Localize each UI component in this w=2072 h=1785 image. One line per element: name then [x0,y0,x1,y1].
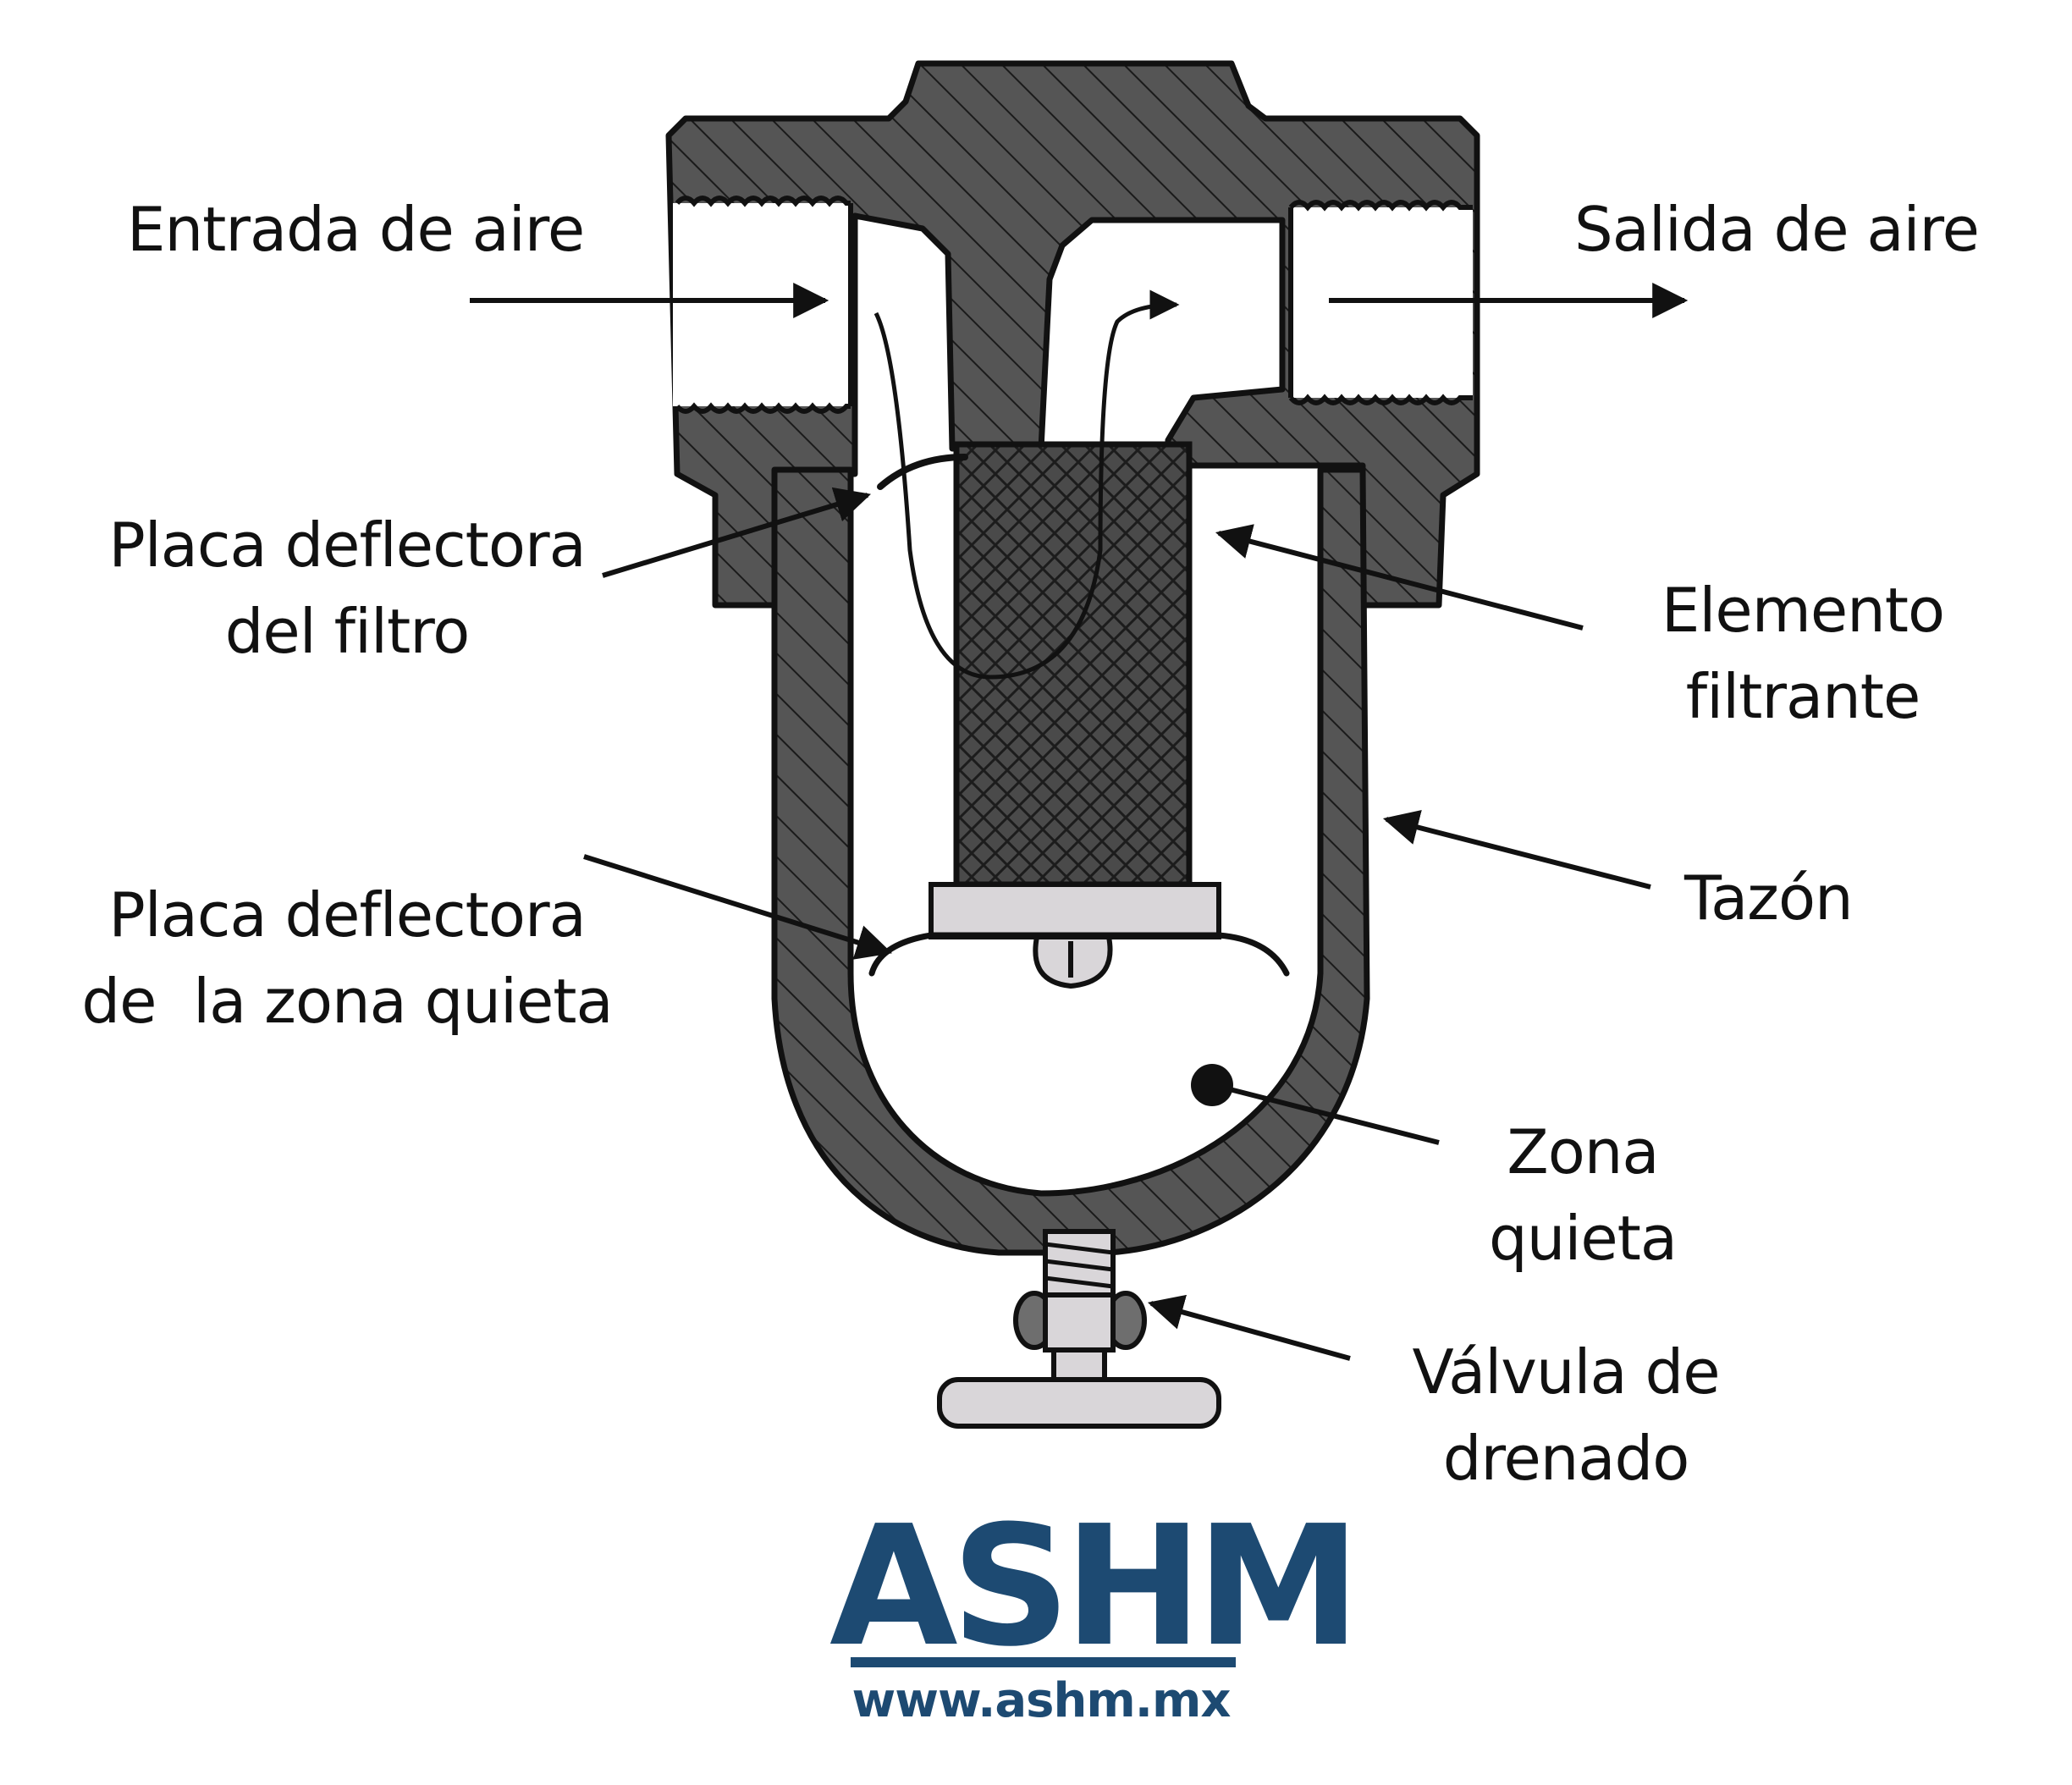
filter-base [929,882,1221,939]
label-entrada-de-aire: Entrada de aire [127,194,585,265]
airflow-in-path [873,289,1180,680]
drain-valve-handle [937,1377,1221,1429]
pointer-elemento [1215,524,1584,631]
bowl [771,466,1370,1256]
label-elemento-filtrante: Elemento filtrante [1661,575,1945,732]
inlet-thread-top [675,196,851,207]
pointer-placa-filtro [602,487,872,578]
inlet-port [673,203,851,406]
outlet-thread-bottom [1288,394,1473,405]
label-tazon: Tazón [1684,862,1854,934]
filter-head [665,60,1480,609]
brand-url: www.ashm.mx [851,1673,1232,1728]
drain-valve-body [1043,1292,1116,1353]
logo-underline [851,1657,1236,1667]
pointer-placa-zona [583,854,893,960]
outlet-thread-top [1288,200,1473,212]
label-valvula-de-drenado: Válvula de drenado [1412,1336,1720,1494]
label-zona-quieta: Zona quieta [1489,1116,1678,1274]
pointer-zona [1222,1085,1440,1145]
pointer-tazon [1382,810,1651,890]
quiet-zone-dot [1191,1064,1233,1106]
label-salida-de-aire: Salida de aire [1574,194,1980,265]
filter-element [953,441,1193,888]
pointer-valvula [1147,1294,1351,1361]
inlet-thread-bottom [675,402,851,414]
filter-deflector-plate [877,454,968,490]
label-placa-deflectora-zona-quieta: Placa deflectora de la zona quieta [81,879,613,1037]
label-placa-deflectora-filtro: Placa deflectora del filtro [108,510,586,667]
brand-logo: ASHM [829,1490,1361,1683]
